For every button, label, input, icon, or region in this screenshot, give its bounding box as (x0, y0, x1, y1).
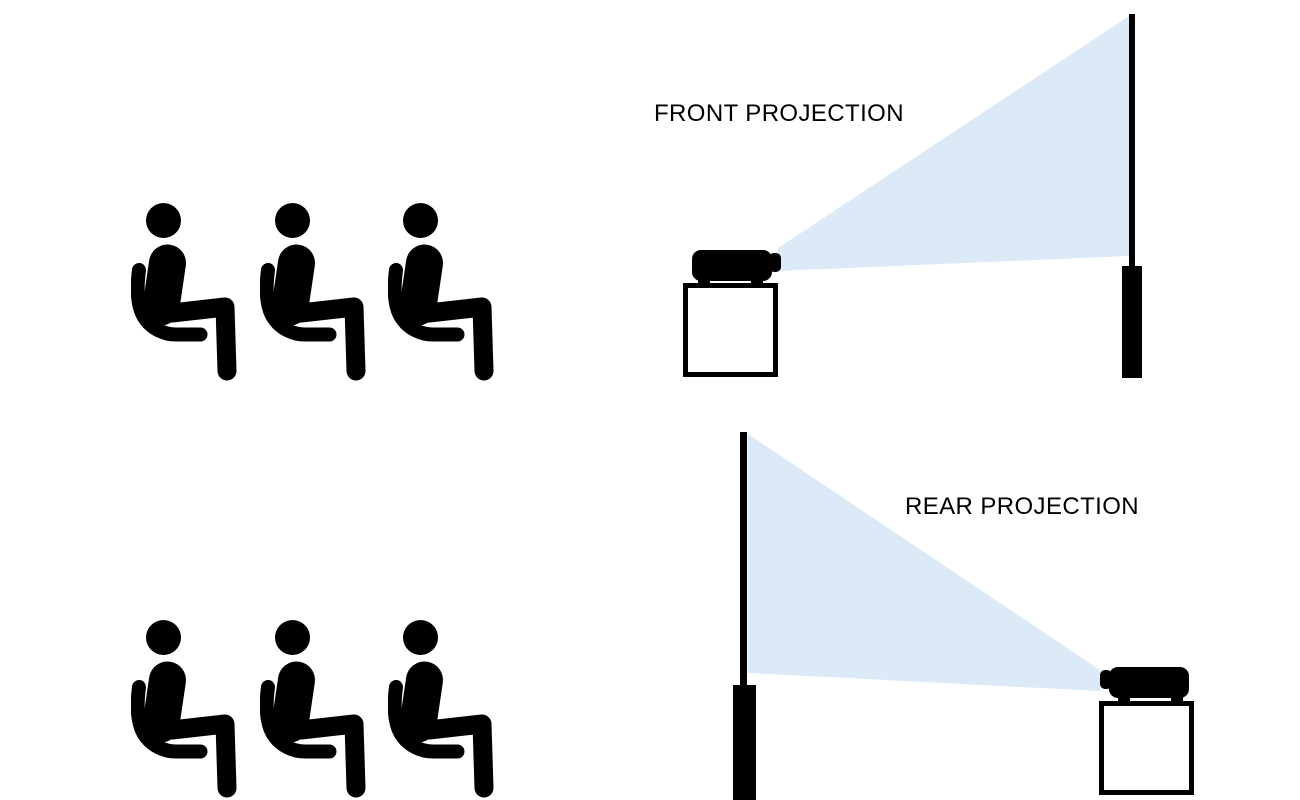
rear-light-beam (748, 434, 1100, 691)
front-projection-screen (1129, 14, 1135, 270)
front-screen-stand (1122, 266, 1142, 378)
rear-projector-icon (1097, 662, 1197, 704)
rear-projector-table (1099, 701, 1194, 795)
seated-person-icon (260, 620, 368, 800)
seated-person-icon (131, 203, 239, 385)
front-light-beam (778, 16, 1129, 271)
seated-person-icon (131, 620, 239, 800)
rear-screen-stand (733, 685, 756, 800)
front-projection-label: FRONT PROJECTION (654, 100, 904, 127)
front-projector-icon (684, 245, 784, 287)
rear-projection-label: REAR PROJECTION (905, 493, 1140, 520)
rear-projection-screen (740, 432, 747, 687)
seated-person-icon (260, 203, 368, 385)
seated-person-icon (388, 620, 496, 800)
front-projector-table (683, 283, 778, 377)
seated-person-icon (388, 203, 496, 385)
